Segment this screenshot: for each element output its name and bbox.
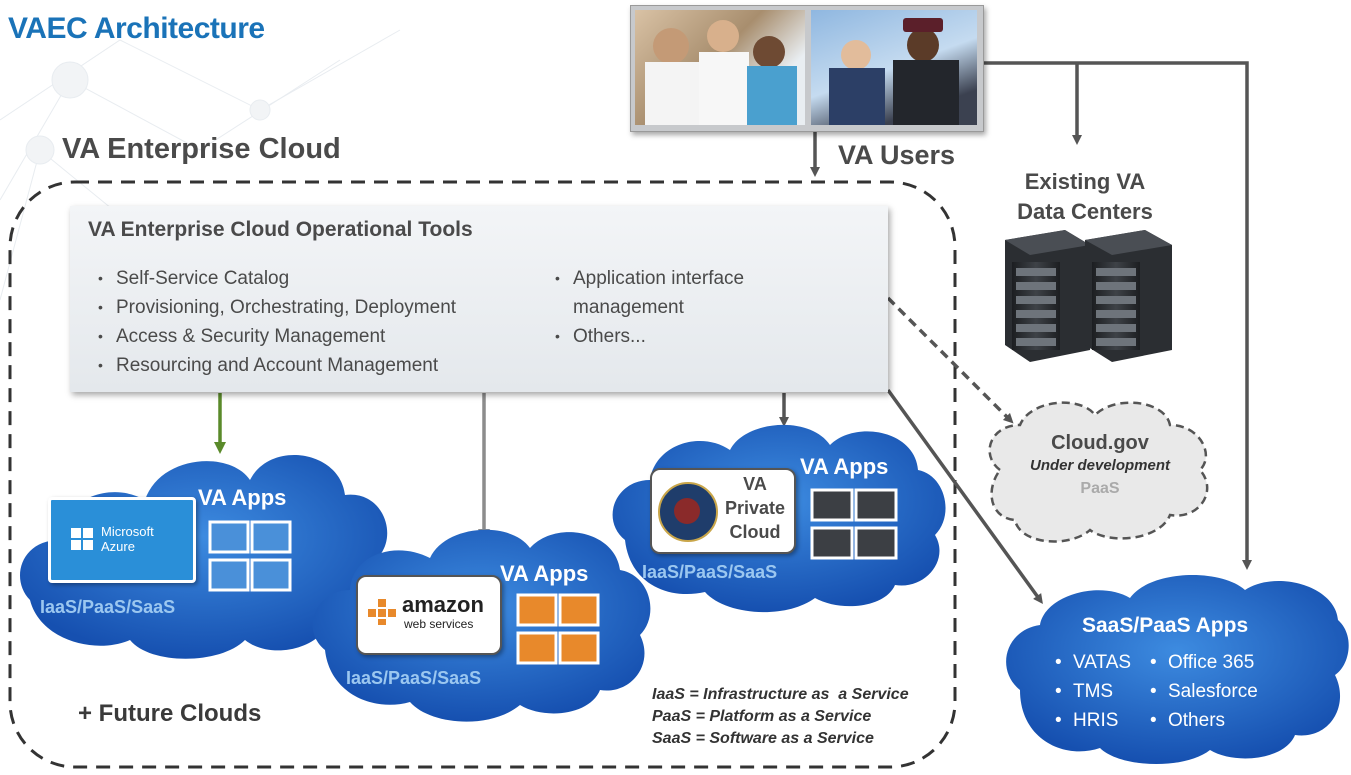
tools-right-list: Application interface management Others.… — [555, 264, 815, 351]
legend-paas: PaaS = Platform as a Service — [652, 708, 872, 725]
page-title: VAEC Architecture — [8, 12, 265, 45]
tools-title: VA Enterprise Cloud Operational Tools — [88, 218, 473, 241]
person-head — [653, 28, 689, 64]
person-head — [841, 40, 871, 70]
azure-logo-text: Microsoft Azure — [101, 524, 154, 554]
person-body — [829, 68, 885, 125]
users-label: VA Users — [838, 140, 956, 170]
azure-services-label: IaaS/PaaS/SaaS — [40, 597, 176, 617]
windows-icon — [71, 528, 93, 550]
azure-logo-line1: Microsoft — [101, 524, 154, 539]
azure-logo-line2: Azure — [101, 539, 135, 554]
data-centers-line1: Existing VA — [1024, 169, 1146, 194]
enterprise-cloud-label: VA Enterprise Cloud — [62, 133, 341, 165]
veterans-photo — [811, 10, 977, 125]
data-centers-line2: Data Centers — [1017, 199, 1153, 224]
tools-item: Resourcing and Account Management — [98, 351, 456, 380]
person-body — [747, 66, 797, 125]
person-body — [699, 52, 749, 125]
private-apps-label: VA Apps — [800, 454, 889, 479]
cloudgov-label: Cloud.gov Under development PaaS — [1000, 432, 1200, 498]
aws-app-blocks — [516, 593, 600, 665]
private-services-label: IaaS/PaaS/SaaS — [642, 562, 778, 582]
person-head — [753, 36, 785, 68]
saas-item: VATAS — [1055, 648, 1131, 677]
tools-item: Provisioning, Orchestrating, Deployment — [98, 293, 456, 322]
future-clouds-label: + Future Clouds — [78, 700, 262, 727]
aws-boxes-icon — [368, 599, 396, 625]
azure-logo: Microsoft Azure — [48, 497, 196, 583]
va-private-line2: Private — [724, 498, 786, 518]
saas-item: TMS — [1055, 677, 1131, 706]
users-photo — [630, 5, 984, 132]
person-body — [645, 62, 700, 125]
server-icon — [1005, 230, 1172, 362]
aws-apps-label: VA Apps — [500, 561, 589, 586]
service-legend: IaaS = Infrastructure as a Service PaaS … — [652, 684, 909, 750]
saas-title: SaaS/PaaS Apps — [1082, 614, 1249, 637]
clinicians-photo — [635, 10, 805, 125]
saas-item: Office 365 — [1150, 648, 1258, 677]
legend-iaas: IaaS = Infrastructure as a Service — [652, 686, 909, 703]
va-private-cloud-text: VA Private Cloud — [718, 472, 792, 544]
saas-item: Salesforce — [1150, 677, 1258, 706]
va-private-line1: VA — [743, 474, 767, 494]
azure-app-blocks — [208, 520, 292, 592]
person-body — [893, 60, 959, 125]
azure-apps-label: VA Apps — [198, 485, 287, 510]
aws-logo-line1: amazon — [402, 592, 484, 617]
cloudgov-type: PaaS — [1080, 480, 1120, 497]
tools-item: Self-Service Catalog — [98, 264, 456, 293]
veteran-cap — [903, 18, 943, 32]
cloudgov-cloud — [988, 401, 1209, 543]
data-centers-label: Existing VA Data Centers — [1000, 167, 1170, 227]
person-head — [907, 28, 939, 62]
va-private-line3: Cloud — [729, 522, 781, 542]
aws-logo-line2: web services — [404, 617, 474, 631]
tools-to-saas-arrow — [886, 388, 1043, 605]
users-to-saas-arrow — [983, 61, 1252, 570]
cloudgov-title: Cloud.gov — [1051, 432, 1149, 454]
tools-item: Access & Security Management — [98, 322, 456, 351]
tools-item: Others... — [555, 322, 815, 351]
background-network — [0, 29, 401, 301]
saas-item: Others — [1150, 706, 1258, 735]
operational-tools-panel: VA Enterprise Cloud Operational Tools Se… — [70, 206, 888, 392]
va-private-cloud-card: VA Private Cloud — [650, 468, 796, 554]
saas-item: HRIS — [1055, 706, 1131, 735]
va-seal-icon — [658, 482, 718, 542]
legend-saas: SaaS = Software as a Service — [652, 730, 874, 747]
saas-list-left: VATAS TMS HRIS — [1055, 648, 1131, 735]
aws-services-label: IaaS/PaaS/SaaS — [346, 668, 482, 688]
tools-to-cloudgov-arrow — [886, 296, 1014, 424]
tools-item: Application interface management — [555, 264, 815, 322]
saas-list-right: Office 365 Salesforce Others — [1150, 648, 1258, 735]
person-head — [707, 20, 739, 52]
private-app-blocks — [810, 488, 898, 560]
cloudgov-status: Under development — [1029, 457, 1171, 474]
aws-logo: amazon web services — [356, 575, 502, 655]
tools-left-list: Self-Service Catalog Provisioning, Orche… — [98, 264, 456, 380]
